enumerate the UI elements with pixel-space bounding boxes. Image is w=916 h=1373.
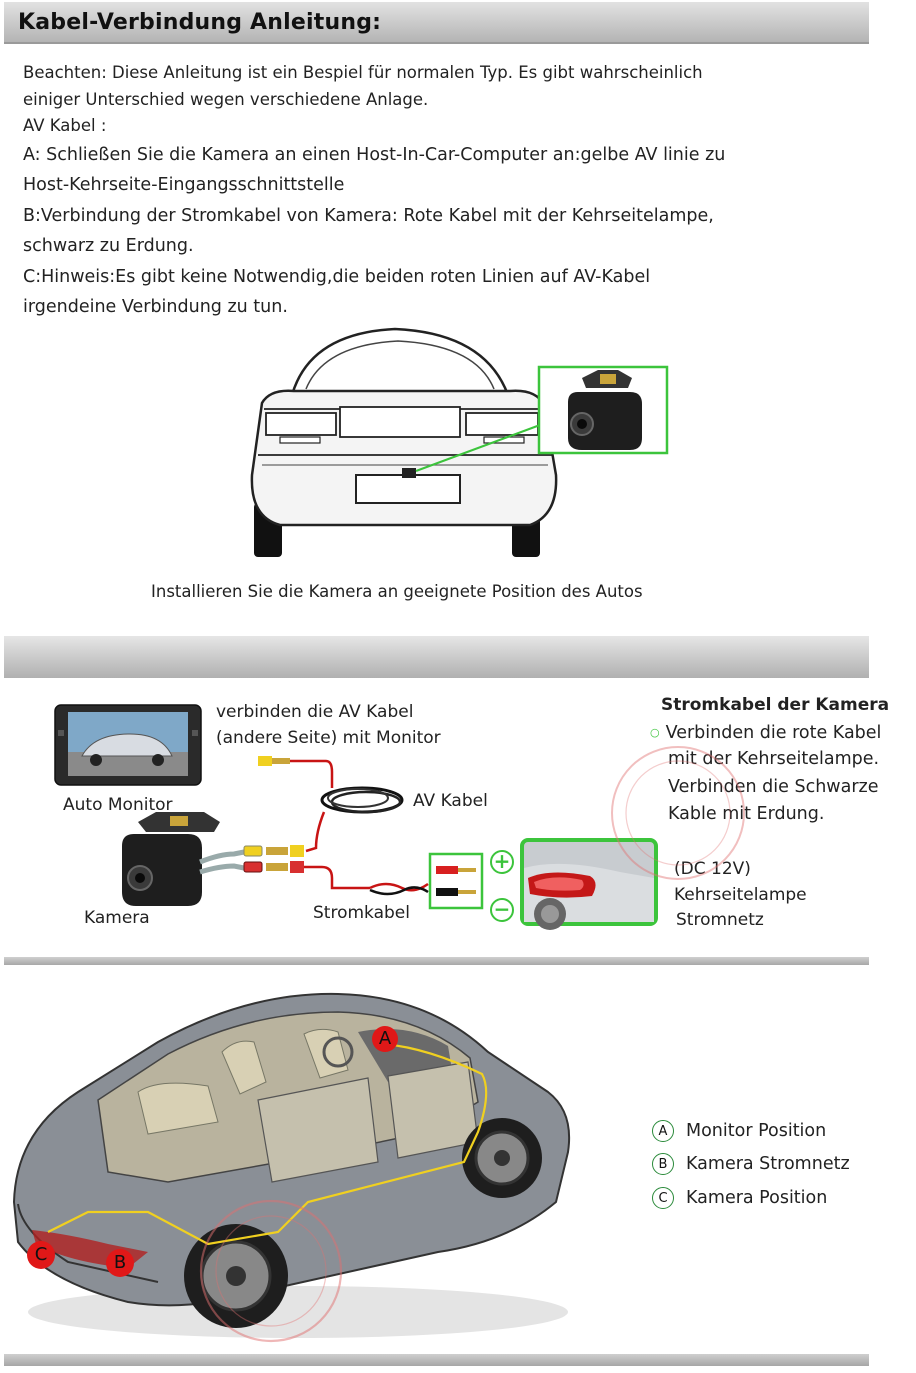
bullet-icon: ○ (650, 726, 660, 739)
section-separator (4, 957, 869, 965)
intro-line-2: einiger Unterschied wegen verschiedene A… (23, 89, 429, 109)
cutaway-car-illustration (12, 992, 571, 1338)
intro-line-5: Host-Kehrseite-Eingangsschnittstelle (23, 175, 345, 195)
power-title: Stromkabel der Kamera (661, 695, 890, 715)
right-taillight (465, 412, 539, 436)
rear-window (290, 327, 510, 397)
marker-c: C (27, 1241, 55, 1269)
legend-key-a: A (652, 1120, 674, 1142)
left-taillight (265, 412, 337, 436)
legend-item-c: C Kamera Position (652, 1187, 827, 1209)
header-bar: Kabel-Verbindung Anleitung: (4, 2, 869, 44)
bottom-separator (4, 1354, 869, 1366)
intro-line-4: A: Schließen Sie die Kamera an einen Hos… (23, 144, 726, 165)
install-caption: Installieren Sie die Kamera an geeignete… (151, 582, 643, 601)
rear-car-illustration (250, 327, 558, 557)
legend-key-c: C (652, 1187, 674, 1209)
legend-key-b: B (652, 1153, 674, 1175)
dc-line-1: (DC 12V) (674, 859, 751, 879)
cable-drawing (122, 756, 429, 906)
intro-line-6: B:Verbindung der Stromkabel von Kamera: … (23, 205, 714, 226)
plus-icon: + (490, 850, 514, 874)
front-wheel (462, 1118, 542, 1198)
intro-line-8: C:Hinweis:Es gibt keine Notwendig,die be… (23, 266, 651, 287)
section-bar (4, 636, 869, 678)
av-kabel-label: AV Kabel (413, 791, 488, 811)
power-line-4: Kable mit Erdung. (668, 804, 825, 824)
kamera-label: Kamera (84, 908, 150, 928)
intro-line-7: schwarz zu Erdung. (23, 236, 194, 256)
stromkabel-label: Stromkabel (313, 903, 410, 923)
legend-item-b: B Kamera Stromnetz (652, 1153, 850, 1175)
intro-line-1: Beachten: Diese Anleitung ist ein Bespie… (23, 63, 703, 82)
mounted-camera (402, 468, 416, 478)
power-line-2: mit der Kehrseitelampe. (668, 749, 880, 769)
intro-text: Beachten: Diese Anleitung ist ein Bespie… (23, 60, 883, 323)
wiring-camera-icon (122, 812, 220, 906)
page-title: Kabel-Verbindung Anleitung: (18, 10, 382, 35)
intro-line-9: irgendeine Verbindung zu tun. (23, 297, 288, 317)
auto-monitor-image (54, 704, 202, 786)
connect-label-line-2: (andere Seite) mit Monitor (216, 728, 441, 748)
legend-label-a: Monitor Position (686, 1121, 827, 1141)
connect-label-line-1: verbinden die AV Kabel (216, 702, 414, 722)
marker-b: B (106, 1249, 134, 1277)
intro-line-3: AV Kabel : (23, 116, 107, 135)
legend-label-b: Kamera Stromnetz (686, 1154, 850, 1174)
legend-item-a: A Monitor Position (652, 1120, 826, 1142)
license-plate (355, 474, 461, 504)
auto-monitor-label: Auto Monitor (63, 795, 173, 815)
power-line-1: Verbinden die rote Kabel (665, 723, 882, 743)
camera-zoom-box (537, 365, 669, 455)
minus-icon: − (490, 898, 514, 922)
dc-line-3: Stromnetz (676, 910, 764, 930)
marker-a: A (372, 1026, 398, 1052)
power-terminals (428, 852, 484, 910)
taillight-photo (520, 838, 658, 930)
legend-label-c: Kamera Position (686, 1188, 828, 1208)
power-line-1-row: ○ Verbinden die rote Kabel (650, 720, 881, 746)
dc-line-2: Kehrseitelampe (674, 885, 807, 905)
power-line-3: Verbinden die Schwarze (668, 777, 879, 797)
camera-icon (568, 370, 642, 450)
